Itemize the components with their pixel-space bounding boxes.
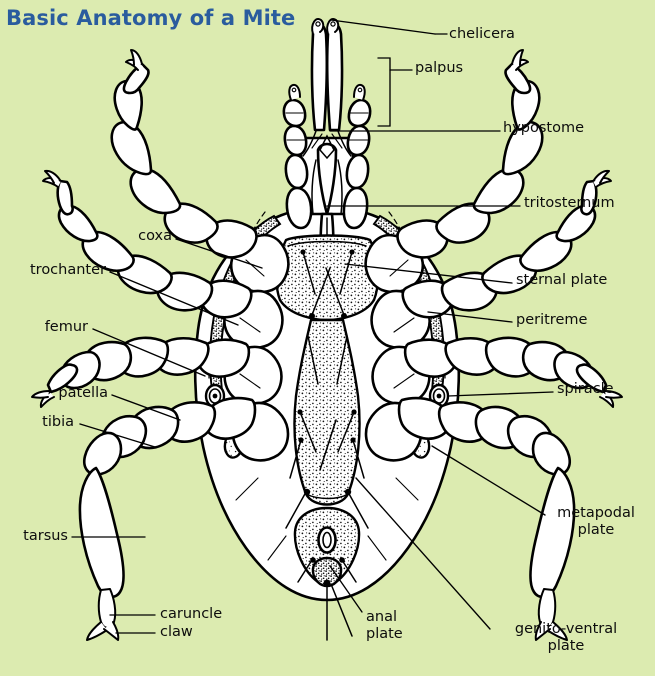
label-anal-plate: anal plate (366, 609, 403, 643)
label-genito-ventral-plate-line2: plate (547, 638, 585, 654)
label-claw: claw (160, 624, 193, 640)
leg-right-2 (401, 169, 612, 319)
label-genito-ventral-plate-line1: genito-ventral (514, 621, 618, 637)
leg-right-1 (396, 49, 544, 259)
palp-left (282, 83, 313, 230)
label-genito-ventral-plate: genito-ventral plate (486, 621, 646, 655)
label-hypostome: hypostome (503, 120, 585, 136)
label-femur: femur (44, 319, 88, 335)
label-patella: patella (58, 385, 108, 401)
label-tibia: tibia (42, 414, 74, 430)
label-caruncle: caruncle (160, 606, 223, 622)
page-title: Basic Anatomy of a Mite (6, 6, 296, 30)
leg-right-4 (397, 396, 576, 641)
palp-right (342, 83, 372, 230)
label-metapodal-plate: metapodal plate (548, 505, 644, 539)
label-peritreme: peritreme (516, 312, 588, 328)
leg-left-3 (31, 336, 251, 408)
leg-left-4 (78, 396, 257, 641)
gnathosoma (282, 18, 372, 230)
label-chelicera: chelicera (449, 26, 515, 42)
label-trochanter: trochanter (29, 262, 106, 278)
leg-left-2 (42, 169, 253, 319)
label-anal-plate-line2: plate (366, 626, 403, 642)
label-anal-plate-line1: anal (366, 609, 397, 625)
label-metapodal-plate-line1: metapodal (557, 505, 635, 521)
label-spiracle: spiracle (557, 381, 614, 397)
label-tarsus: tarsus (23, 528, 68, 544)
leg-left-1 (110, 49, 258, 259)
label-tritosternum: tritosternum (524, 195, 615, 211)
label-palpus: palpus (415, 60, 464, 76)
label-metapodal-plate-line2: plate (577, 522, 615, 538)
label-sternal-plate: sternal plate (516, 272, 608, 288)
leader-lines (71, 19, 554, 634)
label-coxa: coxa (138, 228, 172, 244)
leg-right-3 (403, 336, 623, 408)
